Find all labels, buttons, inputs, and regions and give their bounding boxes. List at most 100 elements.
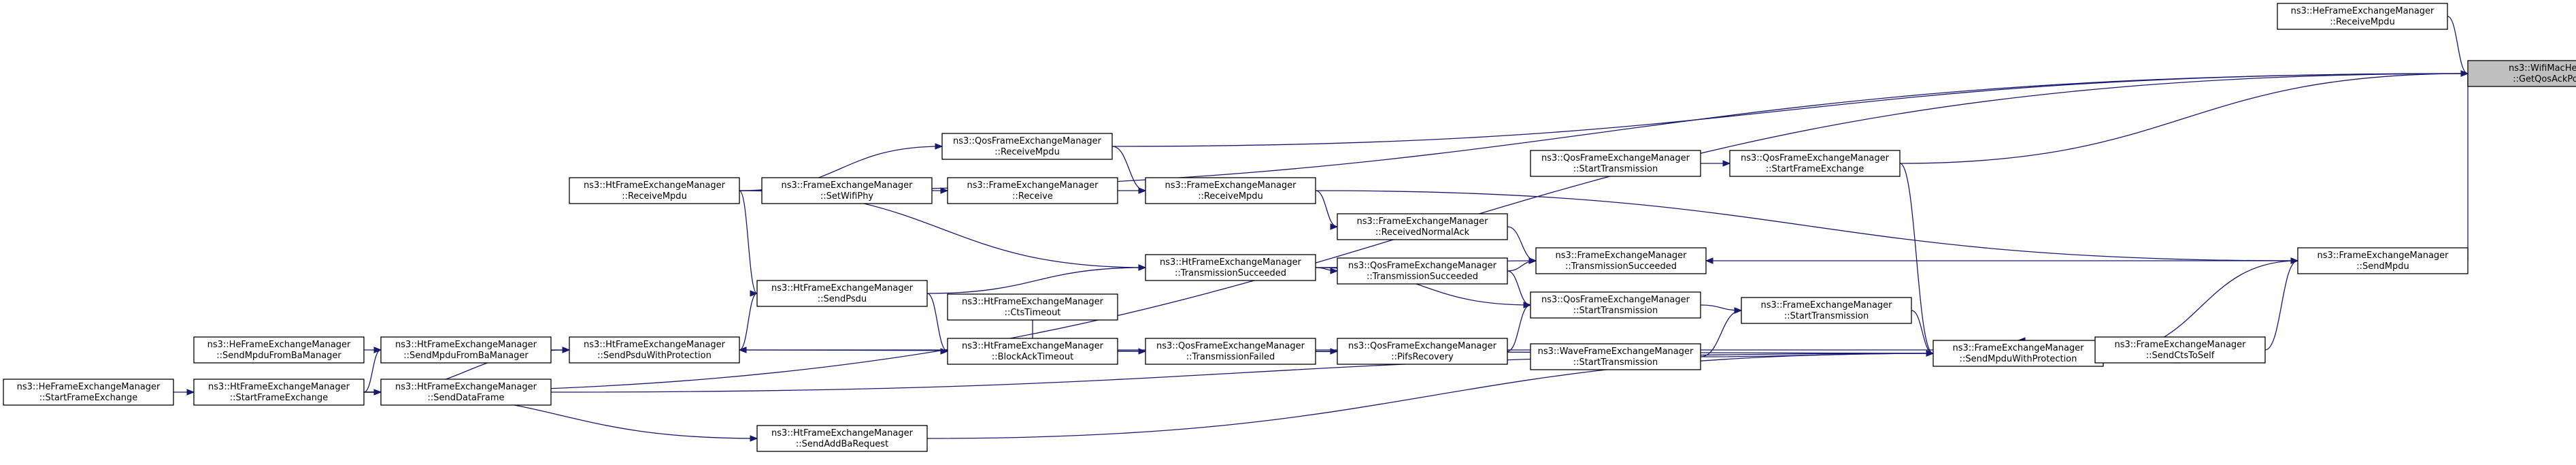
node-qos-txfailed[interactable]: ns3::QosFrameExchangeManager::Transmissi… xyxy=(1145,338,1316,365)
node-box xyxy=(1535,247,1707,274)
node-qos-starttx-a[interactable]: ns3::QosFrameExchangeManager::StartTrans… xyxy=(1530,150,1701,177)
edge-n_fem_recvmpdu-to-n_fem_sendmpdu xyxy=(1315,190,2298,261)
node-box xyxy=(756,280,928,307)
edge-n_fem_sendmpduwithprot-to-n_ht_sendpsduwithprot xyxy=(739,349,1934,354)
node-class-label: ns3::HtFrameExchangeManager xyxy=(208,382,350,392)
node-box xyxy=(947,293,1118,321)
node-method-label: ::StartTransmission xyxy=(1784,311,1869,321)
node-class-label: ns3::HeFrameExchangeManager xyxy=(2291,6,2435,16)
node-ht-senddataframe[interactable]: ns3::HtFrameExchangeManager::SendDataFra… xyxy=(380,379,552,406)
node-he-startfe[interactable]: ns3::HeFrameExchangeManager::StartFrameE… xyxy=(3,379,174,406)
node-method-label: ::SendAddBaRequest xyxy=(796,439,888,449)
node-qos-recv[interactable]: ns3::QosFrameExchangeManager::ReceiveMpd… xyxy=(941,133,1113,160)
node-box xyxy=(1933,340,2104,367)
node-box xyxy=(569,177,740,204)
node-method-label: ::SendDataFrame xyxy=(427,393,504,403)
edge-n_qos_recv-to-n_root xyxy=(1111,73,2469,147)
node-he-sendmpdufromba[interactable]: ns3::HeFrameExchangeManager::SendMpduFro… xyxy=(193,336,365,364)
arrowhead xyxy=(562,347,571,353)
edge-n_qos_txsucc-to-n_qos_starttx_b xyxy=(1507,270,1531,306)
node-fem-starttx[interactable]: ns3::FrameExchangeManager::StartTransmis… xyxy=(1741,297,1912,324)
node-method-label: ::ReceivedNormalAck xyxy=(1375,227,1470,238)
node-qos-pifsrecovery[interactable]: ns3::QosFrameExchangeManager::PifsRecove… xyxy=(1337,338,1508,365)
node-ht-sendpsdu[interactable]: ns3::HtFrameExchangeManager::SendPsdu xyxy=(756,280,928,307)
node-ht-sendaddbareq[interactable]: ns3::HtFrameExchangeManager::SendAddBaRe… xyxy=(756,425,928,452)
node-method-label: ::Receive xyxy=(1012,191,1053,202)
node-method-label: ::SendCtsToSelf xyxy=(2146,351,2215,361)
node-box xyxy=(2467,60,2576,87)
node-class-label: ns3::HtFrameExchangeManager xyxy=(395,382,537,392)
edge-n_ht_sendaddbareq-to-n_fem_sendmpduwithprot xyxy=(926,353,1934,439)
node-wave-starttx[interactable]: ns3::WaveFrameExchangeManager::StartTran… xyxy=(1530,343,1701,370)
node-box xyxy=(756,425,928,452)
node-method-label: ::TransmissionSucceeded xyxy=(1565,261,1677,272)
node-method-label: ::ReceiveMpdu xyxy=(2330,17,2395,27)
node-class-label: ns3::FrameExchangeManager xyxy=(2317,251,2449,261)
node-method-label: ::StartTransmission xyxy=(1573,164,1658,174)
node-fem-sendctstoself[interactable]: ns3::FrameExchangeManager::SendCtsToSelf xyxy=(2094,336,2266,364)
edge-n_qos_pifsrecovery-to-n_qos_starttx_b xyxy=(1507,304,1531,352)
node-qos-txsucc[interactable]: ns3::QosFrameExchangeManager::Transmissi… xyxy=(1337,257,1508,285)
node-box xyxy=(1145,338,1316,365)
node-fem-txsucc[interactable]: ns3::FrameExchangeManager::TransmissionS… xyxy=(1535,247,1707,274)
node-method-label: ::SendMpdu xyxy=(2356,261,2409,272)
node-box xyxy=(380,379,552,406)
node-root[interactable]: ns3::WifiMacHeader::GetQosAckPolicy xyxy=(2467,60,2576,87)
edge-n_ht_sendpsdu-to-n_ht_blockacktimeout xyxy=(926,293,948,352)
node-fem-recvnormalack[interactable]: ns3::FrameExchangeManager::ReceivedNorma… xyxy=(1337,213,1508,240)
node-method-label: ::ReceiveMpdu xyxy=(1198,191,1263,202)
node-box xyxy=(1530,291,1701,319)
node-class-label: ns3::FrameExchangeManager xyxy=(1760,300,1892,310)
node-fem-receive[interactable]: ns3::FrameExchangeManager::Receive xyxy=(947,177,1118,204)
arrowhead xyxy=(940,187,949,194)
node-fem-sendmpdu[interactable]: ns3::FrameExchangeManager::SendMpdu xyxy=(2297,247,2469,274)
node-class-label: ns3::FrameExchangeManager xyxy=(2114,340,2246,350)
node-ht-startfe[interactable]: ns3::HtFrameExchangeManager::StartFrameE… xyxy=(193,379,365,406)
node-method-label: ::StartTransmission xyxy=(1573,357,1658,368)
arrowhead xyxy=(1330,268,1339,274)
node-method-label: ::StartFrameExchange xyxy=(1766,164,1864,174)
node-class-label: ns3::FrameExchangeManager xyxy=(1952,343,2084,353)
node-fem-recvmpdu[interactable]: ns3::FrameExchangeManager::ReceiveMpdu xyxy=(1145,177,1316,204)
node-ht-sendmpdufromba[interactable]: ns3::HtFrameExchangeManager::SendMpduFro… xyxy=(380,336,552,364)
node-qos-starttx-b[interactable]: ns3::QosFrameExchangeManager::StartTrans… xyxy=(1530,291,1701,319)
node-ht-txsucc[interactable]: ns3::HtFrameExchangeManager::Transmissio… xyxy=(1145,254,1316,281)
node-ht-ctstimeout[interactable]: ns3::HtFrameExchangeManager::CtsTimeout xyxy=(947,293,1118,321)
node-class-label: ns3::QosFrameExchangeManager xyxy=(1541,295,1690,305)
node-he-recv[interactable]: ns3::HeFrameExchangeManager::ReceiveMpdu xyxy=(2277,3,2448,30)
node-method-label: ::SendPsduWithProtection xyxy=(597,351,712,361)
node-method-label: ::BlockAckTimeout xyxy=(992,352,1073,362)
node-box xyxy=(3,379,174,406)
node-ht-blockacktimeout[interactable]: ns3::HtFrameExchangeManager::BlockAckTim… xyxy=(947,338,1118,365)
edge-n_he_recv-to-n_root xyxy=(2447,16,2469,74)
node-fem-setwifiphy[interactable]: ns3::FrameExchangeManager::SetWifiPhy xyxy=(761,177,933,204)
node-method-label: ::ReceiveMpdu xyxy=(622,191,687,202)
edge-n_ht_sendpsdu-to-n_ht_txsucc xyxy=(926,267,1146,294)
arrowhead xyxy=(1138,264,1147,271)
node-box xyxy=(1337,213,1508,240)
arrowhead xyxy=(186,389,195,396)
arrowhead xyxy=(2290,257,2299,264)
node-class-label: ns3::HeFrameExchangeManager xyxy=(207,340,351,350)
node-fem-sendmpduwithprot[interactable]: ns3::FrameExchangeManager::SendMpduWithP… xyxy=(1933,340,2104,367)
node-qos-startfe[interactable]: ns3::QosFrameExchangeManager::StartFrame… xyxy=(1729,150,1901,177)
node-method-label: ::SendMpduWithProtection xyxy=(1960,354,2077,364)
node-box xyxy=(1729,150,1901,177)
node-class-label: ns3::HtFrameExchangeManager xyxy=(395,340,537,350)
node-class-label: ns3::WifiMacHeader xyxy=(2509,63,2576,74)
arrowhead xyxy=(1528,257,1537,264)
arrowhead xyxy=(750,290,758,297)
arrowhead xyxy=(738,347,747,353)
arrowhead xyxy=(1722,160,1731,167)
node-method-label: ::SetWifiPhy xyxy=(820,191,874,202)
edge-n_ht_sendpsdu-to-n_ht_sendpsduwithprot xyxy=(739,293,758,351)
node-class-label: ns3::HtFrameExchangeManager xyxy=(771,283,914,293)
arrowhead xyxy=(1734,307,1743,314)
node-ht-sendpsduwithprot[interactable]: ns3::HtFrameExchangeManager::SendPsduWit… xyxy=(569,336,740,364)
edge-n_qos_startfe-to-n_root xyxy=(1899,73,2469,164)
node-ht-recv[interactable]: ns3::HtFrameExchangeManager::ReceiveMpdu xyxy=(569,177,740,204)
node-box xyxy=(380,336,552,364)
node-method-label: ::StartTransmission xyxy=(1573,306,1658,316)
node-box xyxy=(2094,336,2266,364)
